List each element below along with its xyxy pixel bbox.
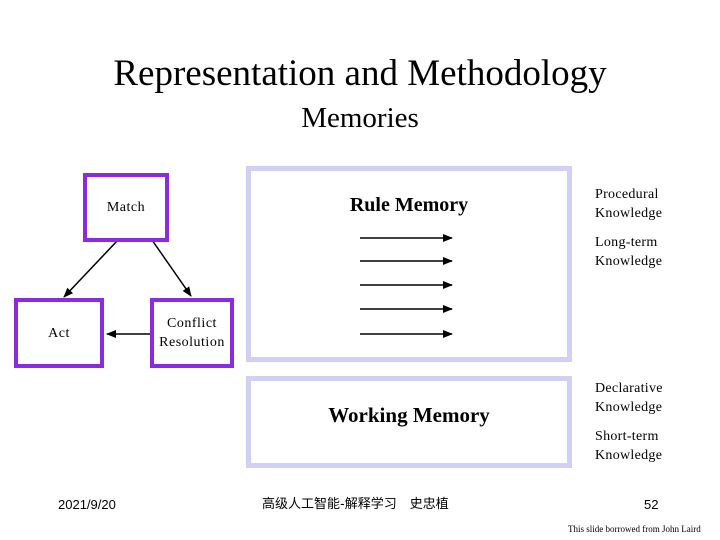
match-label: Match <box>106 200 146 215</box>
working-memory-box <box>246 376 572 468</box>
footer-date: 2021/9/20 <box>58 497 116 512</box>
slide-title: Representation and Methodology <box>113 53 607 94</box>
arrow-match-to-act <box>63 239 119 298</box>
slide-subtitle: Memories <box>301 102 419 134</box>
conflict-label-line1: Conflict <box>167 316 217 331</box>
procedural-line1: Procedural <box>595 187 659 202</box>
arrow-match-to-conflict <box>151 239 192 297</box>
procedural-line2: Knowledge <box>595 206 663 221</box>
conflict-label-line2: Resolution <box>159 335 225 350</box>
footer-course: 高级人工智能-解释学习 史忠植 <box>262 497 449 512</box>
conflict-resolution-box: Conflict Resolution <box>150 298 234 368</box>
rule-memory-label: Rule Memory <box>349 194 469 216</box>
act-box: Act <box>14 298 104 368</box>
rule-memory-box <box>246 166 572 362</box>
longterm-line1: Long-term <box>595 235 658 250</box>
declarative-knowledge-label: Declarative Knowledge <box>595 379 663 417</box>
match-box: Match <box>83 173 169 242</box>
longterm-knowledge-label: Long-term Knowledge <box>595 233 662 271</box>
declarative-line1: Declarative <box>595 381 663 396</box>
shortterm-line2: Knowledge <box>595 448 663 463</box>
shortterm-line1: Short-term <box>595 429 659 444</box>
shortterm-knowledge-label: Short-term Knowledge <box>595 427 662 465</box>
longterm-line2: Knowledge <box>595 254 663 269</box>
declarative-line2: Knowledge <box>595 400 663 415</box>
act-label: Act <box>48 325 70 341</box>
page-number: 52 <box>644 497 659 512</box>
procedural-knowledge-label: Procedural Knowledge <box>595 185 662 223</box>
working-memory-label: Working Memory <box>328 403 490 427</box>
slide-credit: This slide borrowed from John Laird <box>568 524 701 534</box>
